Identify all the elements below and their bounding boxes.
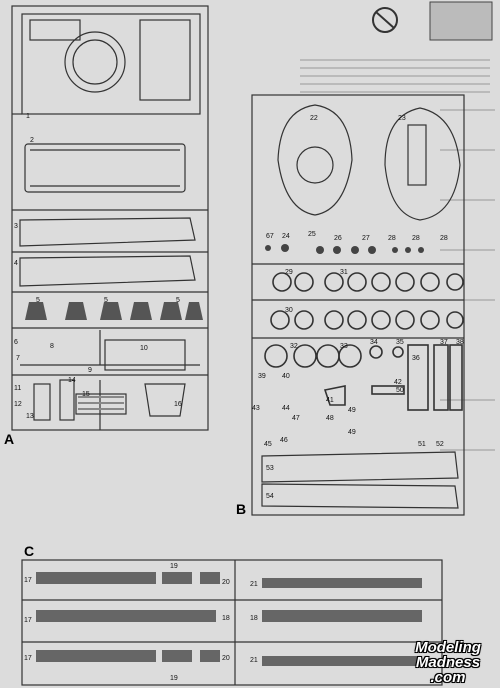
sprue-b-road-wheels — [265, 244, 424, 254]
sprue-b — [251, 94, 465, 516]
part-label: 12 — [14, 401, 22, 408]
part-label: 27 — [362, 235, 370, 242]
part-label: 1 — [26, 113, 30, 120]
part-label: 16 — [174, 401, 182, 408]
watermark-line: Madness — [415, 654, 481, 671]
part-label: 4 — [14, 260, 18, 267]
part-label: 48 — [326, 415, 334, 422]
part-label: 39 — [258, 373, 266, 380]
part-label: 6 — [14, 339, 18, 346]
part-label: 21 — [250, 657, 258, 664]
part-label: 28 — [412, 235, 420, 242]
watermark-line: Modeling — [415, 639, 481, 656]
sprue-c — [21, 559, 443, 686]
sprue-label-a: A — [4, 431, 14, 447]
sprue-c-track-links — [36, 572, 422, 666]
background-text-lines — [300, 59, 495, 451]
watermark-line: .com — [430, 669, 466, 686]
part-label: 14 — [68, 377, 76, 384]
part-label: 53 — [266, 465, 274, 472]
part-label: 17 — [24, 577, 32, 584]
part-label: 49 — [348, 407, 356, 414]
part-label: 2 — [30, 137, 34, 144]
part-label: 30 — [285, 307, 293, 314]
part-label: 24 — [282, 233, 290, 240]
part-label: 26 — [334, 235, 342, 242]
part-label: 45 — [264, 441, 272, 448]
part-label: 34 — [370, 339, 378, 346]
sprue-a-parts-5 — [25, 302, 203, 320]
part-label: 5 — [36, 297, 40, 304]
part-label: 44 — [282, 405, 290, 412]
part-label: 18 — [222, 615, 230, 622]
part-label: 25 — [308, 231, 316, 238]
sprue-a — [11, 5, 209, 431]
part-label: 33 — [340, 343, 348, 350]
part-label: 49 — [348, 429, 356, 436]
part-label: 17 — [24, 655, 32, 662]
part-label: 17 — [24, 617, 32, 624]
part-label: 32 — [290, 343, 298, 350]
part-label: 51 — [418, 441, 426, 448]
part-label: 50 — [396, 387, 404, 394]
part-label: 37 — [440, 339, 448, 346]
part-label: 22 — [310, 115, 318, 122]
part-label: 11 — [14, 385, 21, 392]
part-label: 9 — [88, 367, 92, 374]
watermark: Modeling Madness .com — [402, 640, 494, 685]
part-label: 41 — [326, 397, 334, 404]
part-label: 35 — [396, 339, 404, 346]
part-label: 29 — [285, 269, 293, 276]
part-label: 67 — [266, 233, 274, 240]
part-label: 5 — [176, 297, 180, 304]
sprue-label-b: B — [236, 501, 246, 517]
part-label: 19 — [170, 563, 178, 570]
part-label: 38 — [456, 339, 464, 346]
brand-logo — [429, 1, 493, 41]
part-label: 19 — [170, 675, 178, 682]
part-label: 43 — [252, 405, 260, 412]
part-label: 23 — [398, 115, 406, 122]
part-label: 28 — [440, 235, 448, 242]
part-label: 47 — [292, 415, 300, 422]
part-label: 36 — [412, 355, 420, 362]
part-label: 10 — [140, 345, 148, 352]
part-label: 20 — [222, 655, 230, 662]
part-label: 46 — [280, 437, 288, 444]
part-label: 18 — [250, 615, 258, 622]
sprue-label-c: C — [24, 543, 34, 559]
sprue-b-wheel-rows — [264, 272, 464, 411]
part-label: 42 — [394, 379, 402, 386]
part-label: 28 — [388, 235, 396, 242]
part-label: 21 — [250, 581, 258, 588]
part-label: 3 — [14, 223, 18, 230]
no-glue-icon — [372, 7, 398, 33]
part-label: 13 — [26, 413, 34, 420]
part-label: 52 — [436, 441, 444, 448]
part-label: 31 — [340, 269, 348, 276]
part-label: 7 — [16, 355, 20, 362]
part-label: 8 — [50, 343, 54, 350]
part-label: 5 — [104, 297, 108, 304]
part-label: 40 — [282, 373, 290, 380]
part-label: 20 — [222, 579, 230, 586]
part-label: 15 — [82, 391, 90, 398]
part-label: 54 — [266, 493, 274, 500]
